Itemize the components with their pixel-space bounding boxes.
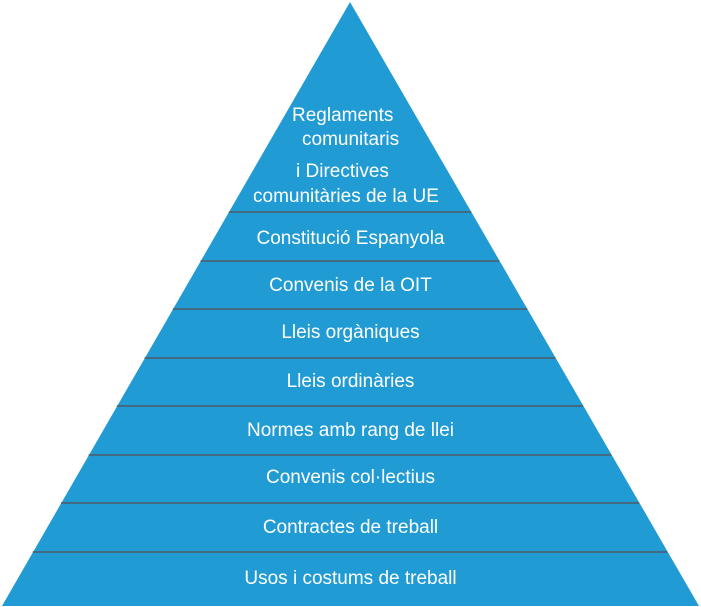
apex-line-1: Reglaments [292,105,394,126]
apex-line-4: comunitàries de la UE [253,186,439,207]
level-label: Lleis orgàniques [281,322,420,343]
level-label: Constitució Espanyola [256,228,445,249]
level-label: Usos i costums de treball [244,568,457,589]
level-label: Convenis de la OIT [269,275,432,296]
level-label: Normes amb rang de llei [247,420,454,441]
level-label: Convenis col·lectius [266,467,435,488]
level-label: Contractes de treball [262,517,439,538]
level-label: Lleis ordinàries [286,371,415,392]
apex-line-2: comunitaris [302,129,400,150]
apex-line-3: i Directives [296,161,389,182]
